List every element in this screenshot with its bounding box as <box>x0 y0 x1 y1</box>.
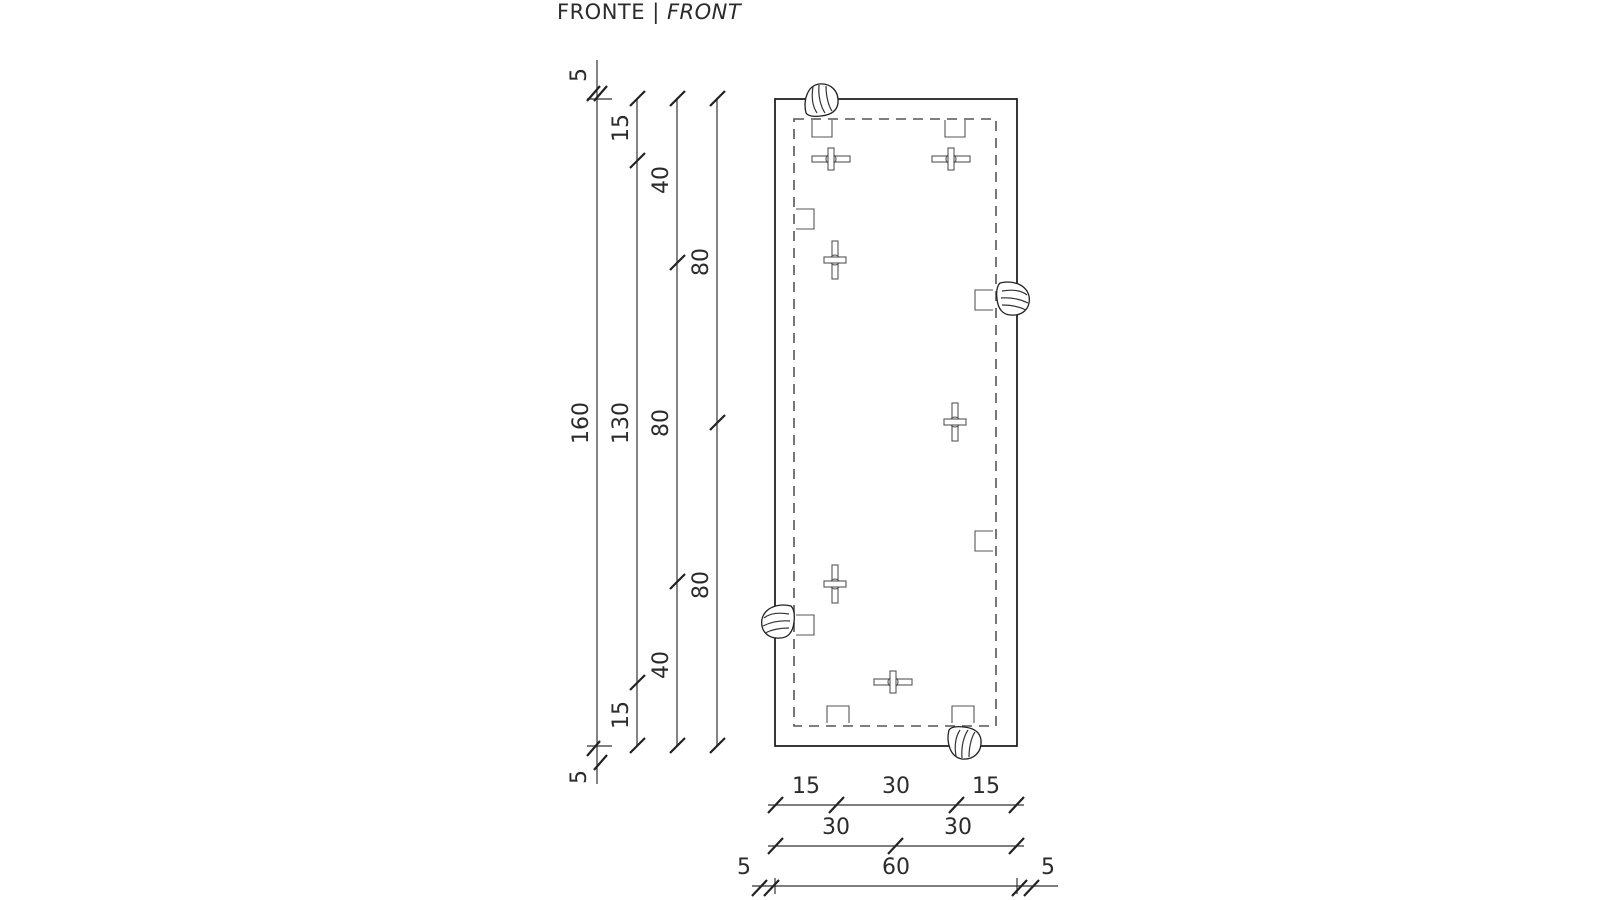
tick-mark <box>629 737 646 754</box>
dim-label: 30 <box>822 815 850 840</box>
tick-mark <box>887 837 904 855</box>
dim-label: 15 <box>609 701 634 729</box>
vertical-dimensions: 5 160 5 15 130 15 40 80 40 80 80 <box>567 60 726 784</box>
dim-label: 80 <box>689 248 714 276</box>
fixing-icon <box>811 147 851 171</box>
dim-label: 5 <box>567 68 592 82</box>
tick-mark <box>629 152 646 169</box>
fixing-icon <box>873 670 913 694</box>
bracket-icon <box>811 120 833 138</box>
dim-label: 60 <box>882 855 910 880</box>
tick-mark <box>629 90 646 107</box>
tick-mark <box>767 796 784 814</box>
hand-icon <box>947 725 982 760</box>
tick-mark <box>669 90 686 107</box>
dim-label: 5 <box>737 855 751 880</box>
tick-mark <box>1023 879 1040 897</box>
panel-outline <box>774 98 1018 747</box>
dim-label: 160 <box>569 402 594 444</box>
dim-label: 15 <box>609 114 634 142</box>
tick-mark <box>593 85 608 102</box>
dim-label: 30 <box>944 815 972 840</box>
tick-mark <box>709 90 726 107</box>
tick-mark <box>593 754 608 771</box>
drawing-title: FRONTE | FRONT <box>557 0 741 24</box>
tick-mark <box>828 796 845 814</box>
bracket-icon <box>796 208 815 230</box>
dim-label: 30 <box>882 774 910 799</box>
tick-mark <box>1011 879 1028 897</box>
horizontal-dimensions: 15 30 15 30 30 5 60 5 <box>737 774 1058 897</box>
dim-label: 130 <box>609 402 634 444</box>
title-main: FRONTE <box>557 0 646 24</box>
tick-mark <box>709 414 726 431</box>
panel-inner-dashed <box>793 118 997 727</box>
hands <box>761 83 1030 760</box>
tick-mark <box>767 837 784 855</box>
bracket-icon <box>974 289 993 311</box>
dim-label: 40 <box>649 651 674 679</box>
hand-icon <box>995 281 1030 316</box>
tick-mark <box>709 737 726 754</box>
dim-label: 80 <box>689 571 714 599</box>
dim-label: 5 <box>1041 855 1055 880</box>
bracket-icon <box>796 614 815 636</box>
fixing-icon <box>931 147 971 171</box>
bracket-icon <box>951 705 975 723</box>
fixing-icon <box>823 564 847 604</box>
bracket-icon <box>826 705 850 723</box>
panel <box>774 98 1018 747</box>
tick-mark <box>948 796 965 814</box>
bracket-icon <box>974 530 993 552</box>
dim-label: 15 <box>972 774 1000 799</box>
tick-mark <box>1008 796 1025 814</box>
fixing-icon <box>823 240 847 280</box>
tick-mark <box>1008 837 1025 855</box>
tick-mark <box>669 254 686 271</box>
bracket-icon <box>944 120 966 138</box>
hand-icon <box>761 604 796 639</box>
hardware <box>796 120 993 723</box>
title-sub: FRONT <box>666 0 742 24</box>
title-separator: | <box>652 0 660 24</box>
dim-label: 5 <box>567 770 592 784</box>
tick-mark <box>763 879 780 897</box>
tick-mark <box>751 879 768 897</box>
dim-label: 40 <box>649 166 674 194</box>
tick-mark <box>629 674 646 691</box>
dim-label: 80 <box>649 409 674 437</box>
dim-label: 15 <box>792 774 820 799</box>
tick-mark <box>669 573 686 590</box>
tick-mark <box>669 737 686 754</box>
hand-icon <box>804 83 839 118</box>
tick-mark <box>586 740 601 757</box>
tick-mark <box>586 85 601 102</box>
fixing-icon <box>943 402 967 442</box>
